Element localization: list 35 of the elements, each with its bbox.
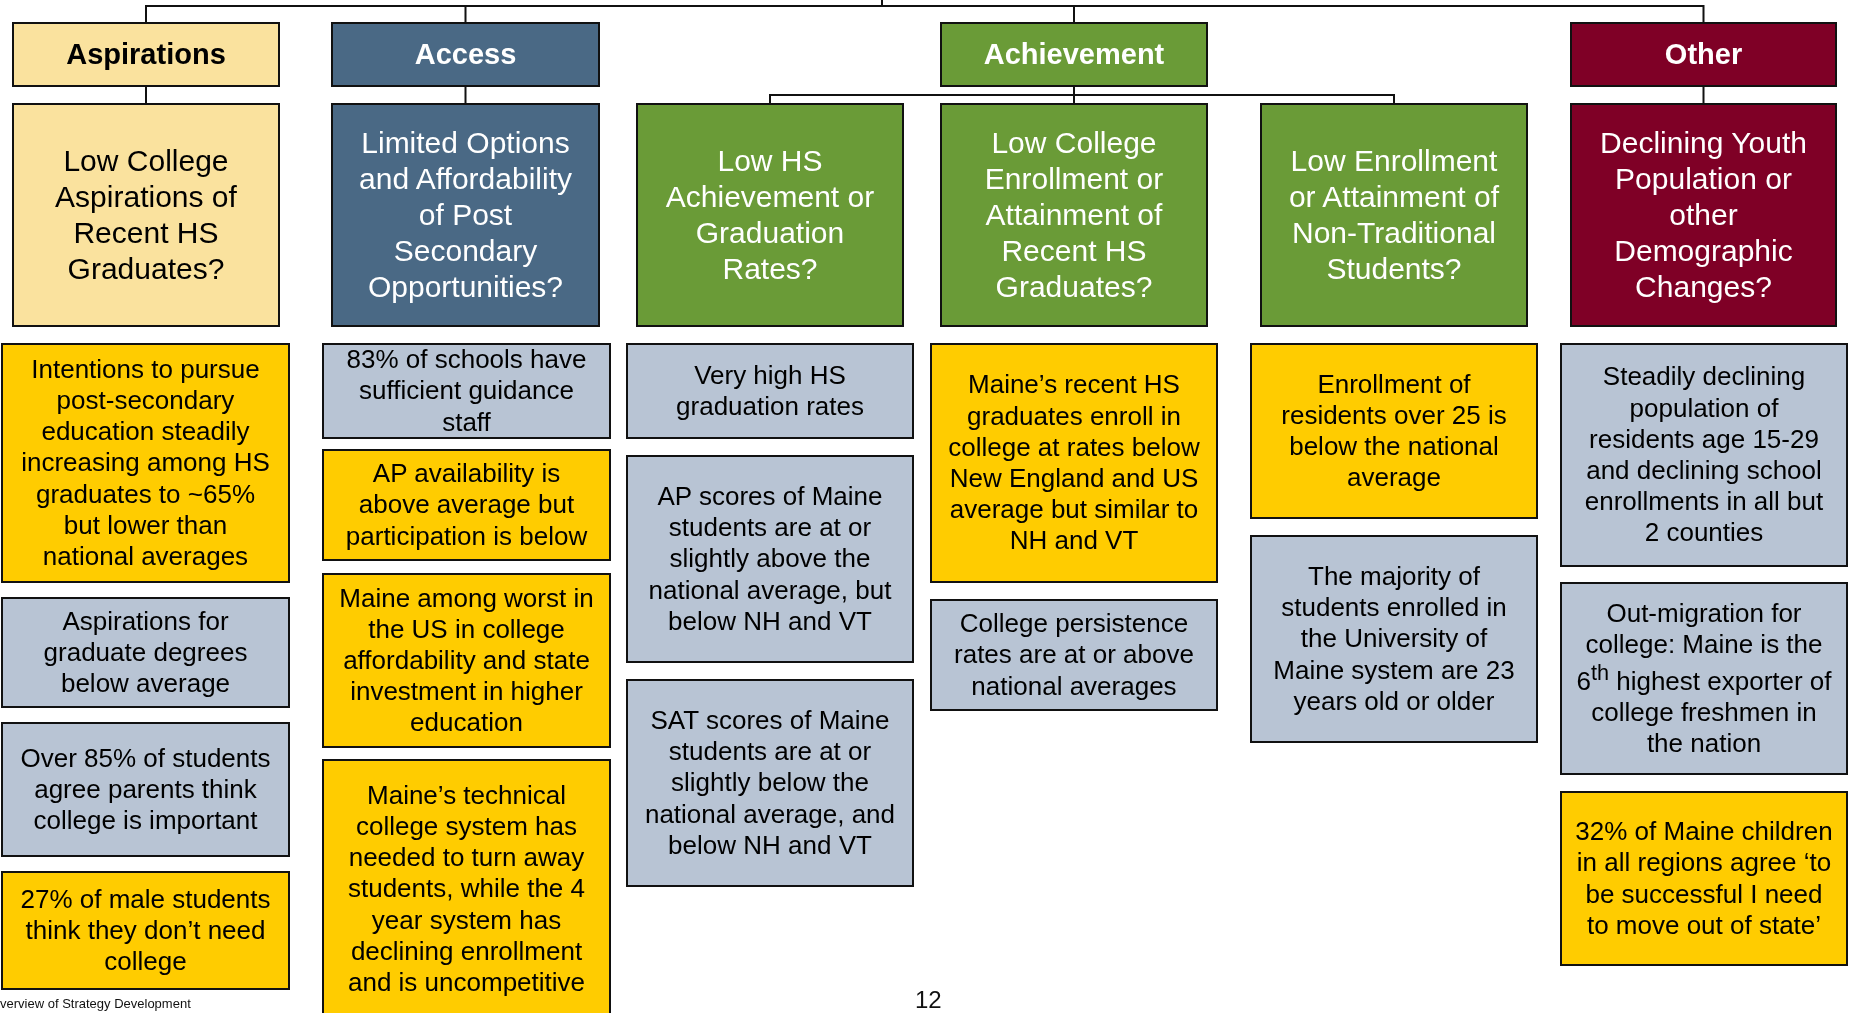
question-box: Low College Aspirations of Recent HS Graduates? [12,103,280,327]
finding-box: Aspirations for graduate degrees below average [1,597,290,708]
page-number: 12 [915,986,942,1013]
finding-box: Over 85% of students agree parents think college is important [1,722,290,857]
question-box: Low HS Achievement or Graduation Rates? [636,103,904,327]
question-box: Declining Youth Population or other Demographic Changes? [1570,103,1837,327]
footer-text: verview of Strategy Development [0,996,191,1011]
connector-line [881,0,1705,23]
finding-box: AP scores of Maine students are at or slightly above the national average, but below NH and VT [626,455,914,663]
finding-box: The majority of students enrolled in the University of Maine system are 23 years old or older [1250,535,1538,743]
connector-line [145,86,147,104]
category-header: Achievement [940,22,1208,87]
connector-line [1702,86,1705,104]
finding-box: Intentions to pursue post-secondary education steadily increasing among HS graduates to ~65% but lower than national averages [1,343,290,583]
finding-box: College persistence rates are at or above national averages [930,599,1218,711]
finding-box: Maine’s technical college system has needed to turn away students, while the 4 year system has declining enrollment and is uncompetitive [322,759,611,1013]
category-header: Access [331,22,600,87]
finding-box: Maine among worst in the US in college affordability and state investment in higher education [322,573,611,748]
finding-box: Out-migration for college: Maine is the 6$^{th}$ highest exporter of college freshmen in the nation [1560,582,1848,775]
finding-box: 32% of Maine children in all regions agree ‘to be successful I need to move out of state’ [1560,791,1848,966]
question-box: Low Enrollment or Attainment of Non-Traditional Students? [1260,103,1528,327]
finding-box: Very high HS graduation rates [626,343,914,439]
question-box: Low College Enrollment or Attainment of Recent HS Graduates? [940,103,1208,327]
finding-box: SAT scores of Maine students are at or slightly below the national average, and below NH and VT [626,679,914,887]
connector-line [464,86,467,104]
finding-box: 27% of male students think they don’t need college [1,871,290,990]
finding-box: AP availability is above average but participation is below [322,449,611,561]
finding-box: 83% of schools have sufficient guidance staff [322,343,611,439]
finding-box: Maine’s recent HS graduates enroll in college at rates below New England and US average but similar to NH and VT [930,343,1218,583]
connector-line [1073,86,1395,104]
question-box: Limited Options and Affordability of Post Secondary Opportunities? [331,103,600,327]
finding-box: Enrollment of residents over 25 is below the national average [1250,343,1538,519]
finding-box: Steadily declining population of residents age 15-29 and declining school enrollments in all but 2 counties [1560,343,1848,567]
category-header: Aspirations [12,22,280,87]
category-header: Other [1570,22,1837,87]
